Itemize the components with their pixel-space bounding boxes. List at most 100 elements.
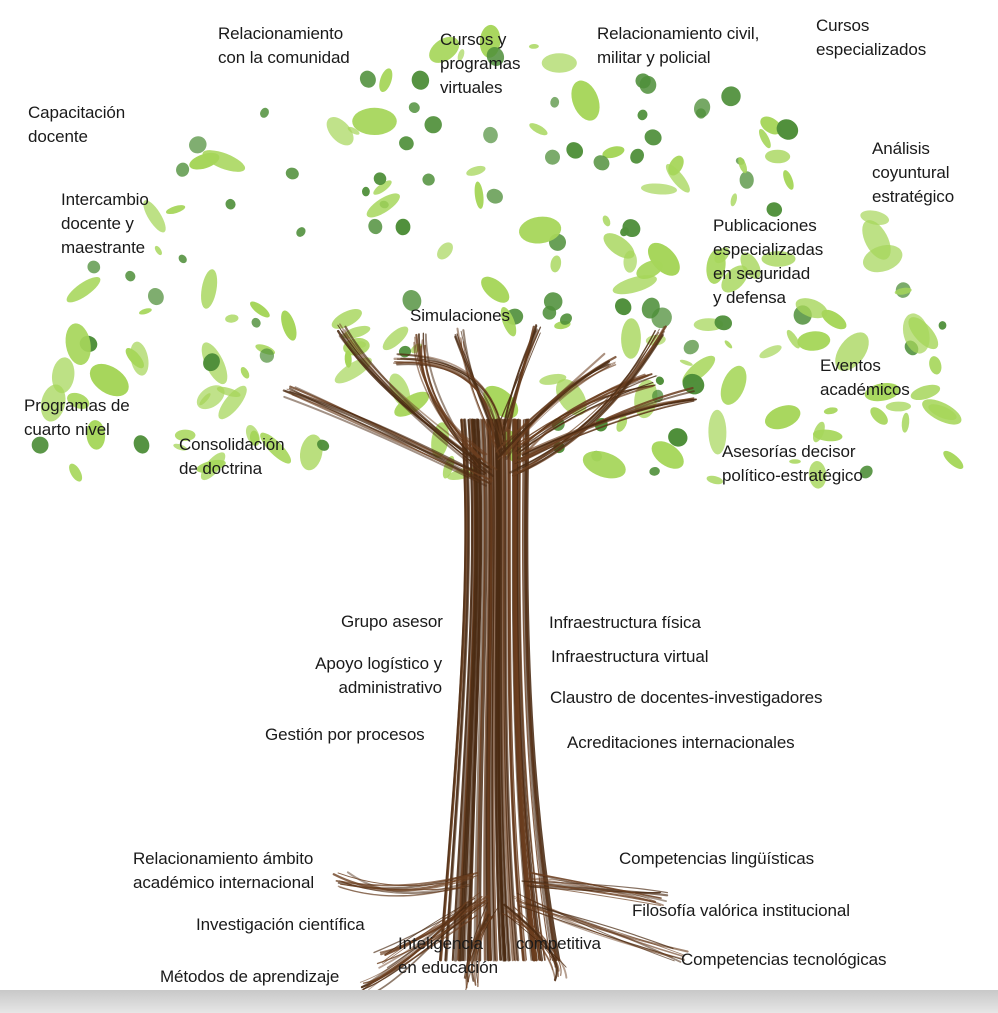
- label-capacitacion-docente: Capacitación docente: [28, 103, 126, 146]
- leaf: [69, 463, 83, 482]
- leaf: [429, 36, 460, 63]
- leaf: [808, 461, 827, 489]
- leaf: [317, 439, 330, 451]
- leaf: [602, 146, 625, 159]
- trunk-stroke: [444, 419, 470, 961]
- trunk-stroke: [501, 418, 515, 962]
- trunk-stroke: [332, 873, 474, 891]
- leaf: [929, 356, 942, 375]
- trunk-stroke: [516, 330, 656, 469]
- leaf: [635, 73, 651, 89]
- leaf: [621, 318, 641, 359]
- trunk-stroke: [515, 375, 657, 452]
- label-intercambio-docente: Intercambio docente y maestrante: [61, 190, 149, 257]
- leaf: [647, 242, 680, 276]
- leaf: [189, 152, 220, 170]
- leaf: [706, 475, 724, 485]
- trunk-stroke: [509, 419, 528, 961]
- trunk-stroke: [483, 418, 490, 962]
- leaf: [483, 126, 498, 144]
- trunk-stroke: [464, 911, 487, 993]
- leaf: [894, 287, 912, 295]
- leaf: [641, 297, 660, 319]
- trunk-stroke: [463, 902, 489, 979]
- trunk-stroke: [498, 352, 606, 450]
- trunk-stroke: [366, 915, 478, 987]
- leaf: [870, 407, 888, 425]
- trunk-stroke: [337, 883, 470, 897]
- leaf: [250, 301, 270, 318]
- trunk-stroke: [519, 905, 684, 956]
- leaf: [766, 202, 783, 217]
- leaf: [411, 70, 430, 90]
- leaf: [859, 465, 873, 479]
- trunk-stroke: [282, 389, 481, 482]
- trunk-stroke: [283, 395, 487, 487]
- leaf: [474, 181, 484, 209]
- trunk-stroke: [471, 915, 496, 986]
- leaf: [543, 292, 563, 311]
- label-inteligencia: Inteligencia en educación: [398, 934, 498, 977]
- leaf: [225, 198, 236, 210]
- leaf: [216, 386, 241, 398]
- label-relacionamiento-comunidad: Relacionamiento con la comunidad: [218, 24, 350, 67]
- trunk-stroke: [529, 884, 661, 906]
- leaf: [395, 218, 411, 236]
- trunk-stroke: [341, 330, 486, 476]
- leaf: [885, 401, 911, 412]
- leaf: [665, 164, 690, 193]
- leaf: [196, 459, 226, 473]
- leaf: [821, 309, 847, 330]
- leaf: [550, 96, 560, 108]
- leaf: [862, 244, 903, 273]
- trunk-stroke: [512, 905, 562, 976]
- leaf: [437, 242, 453, 260]
- trunk-stroke: [518, 381, 654, 453]
- leaf: [398, 345, 412, 358]
- trunk-stroke: [359, 909, 465, 983]
- trunk-stroke: [517, 374, 649, 448]
- label-simulaciones: Simulaciones: [410, 306, 510, 325]
- trunk-stroke: [521, 387, 694, 462]
- leaf: [260, 107, 269, 118]
- leaf: [368, 218, 383, 235]
- leaf: [812, 421, 825, 443]
- leaf: [296, 227, 306, 237]
- leaf: [67, 392, 90, 409]
- leaf: [259, 348, 275, 363]
- leaf: [89, 363, 129, 397]
- leaf: [347, 126, 360, 135]
- trunk-stroke: [503, 903, 558, 982]
- leaf: [174, 429, 196, 442]
- leaf: [399, 136, 414, 151]
- leaf: [225, 314, 239, 323]
- leaf: [651, 441, 684, 469]
- trunk-stroke: [470, 913, 490, 982]
- trunk-stroke: [506, 418, 525, 962]
- label-acreditaciones: Acreditaciones internacionales: [567, 733, 795, 752]
- leaf: [730, 193, 738, 207]
- label-competitiva: competitiva: [516, 934, 601, 953]
- leaf: [545, 149, 560, 165]
- leaf: [176, 162, 190, 177]
- trunk-stroke: [505, 914, 567, 968]
- leaf: [199, 393, 211, 406]
- leaf: [783, 170, 794, 190]
- leaf: [724, 340, 733, 349]
- leaf: [759, 128, 771, 149]
- leaf: [571, 80, 600, 121]
- leaf: [943, 450, 964, 469]
- trunk-stroke: [505, 325, 535, 432]
- trunk-stroke: [516, 418, 544, 962]
- trunk-stroke: [396, 353, 499, 437]
- leaf: [864, 382, 900, 402]
- leaf: [630, 148, 644, 164]
- leaf: [424, 116, 442, 134]
- leaf: [379, 68, 393, 93]
- leaf: [738, 156, 748, 174]
- leaf: [714, 315, 733, 331]
- leaf: [422, 173, 435, 186]
- leaf: [765, 405, 801, 430]
